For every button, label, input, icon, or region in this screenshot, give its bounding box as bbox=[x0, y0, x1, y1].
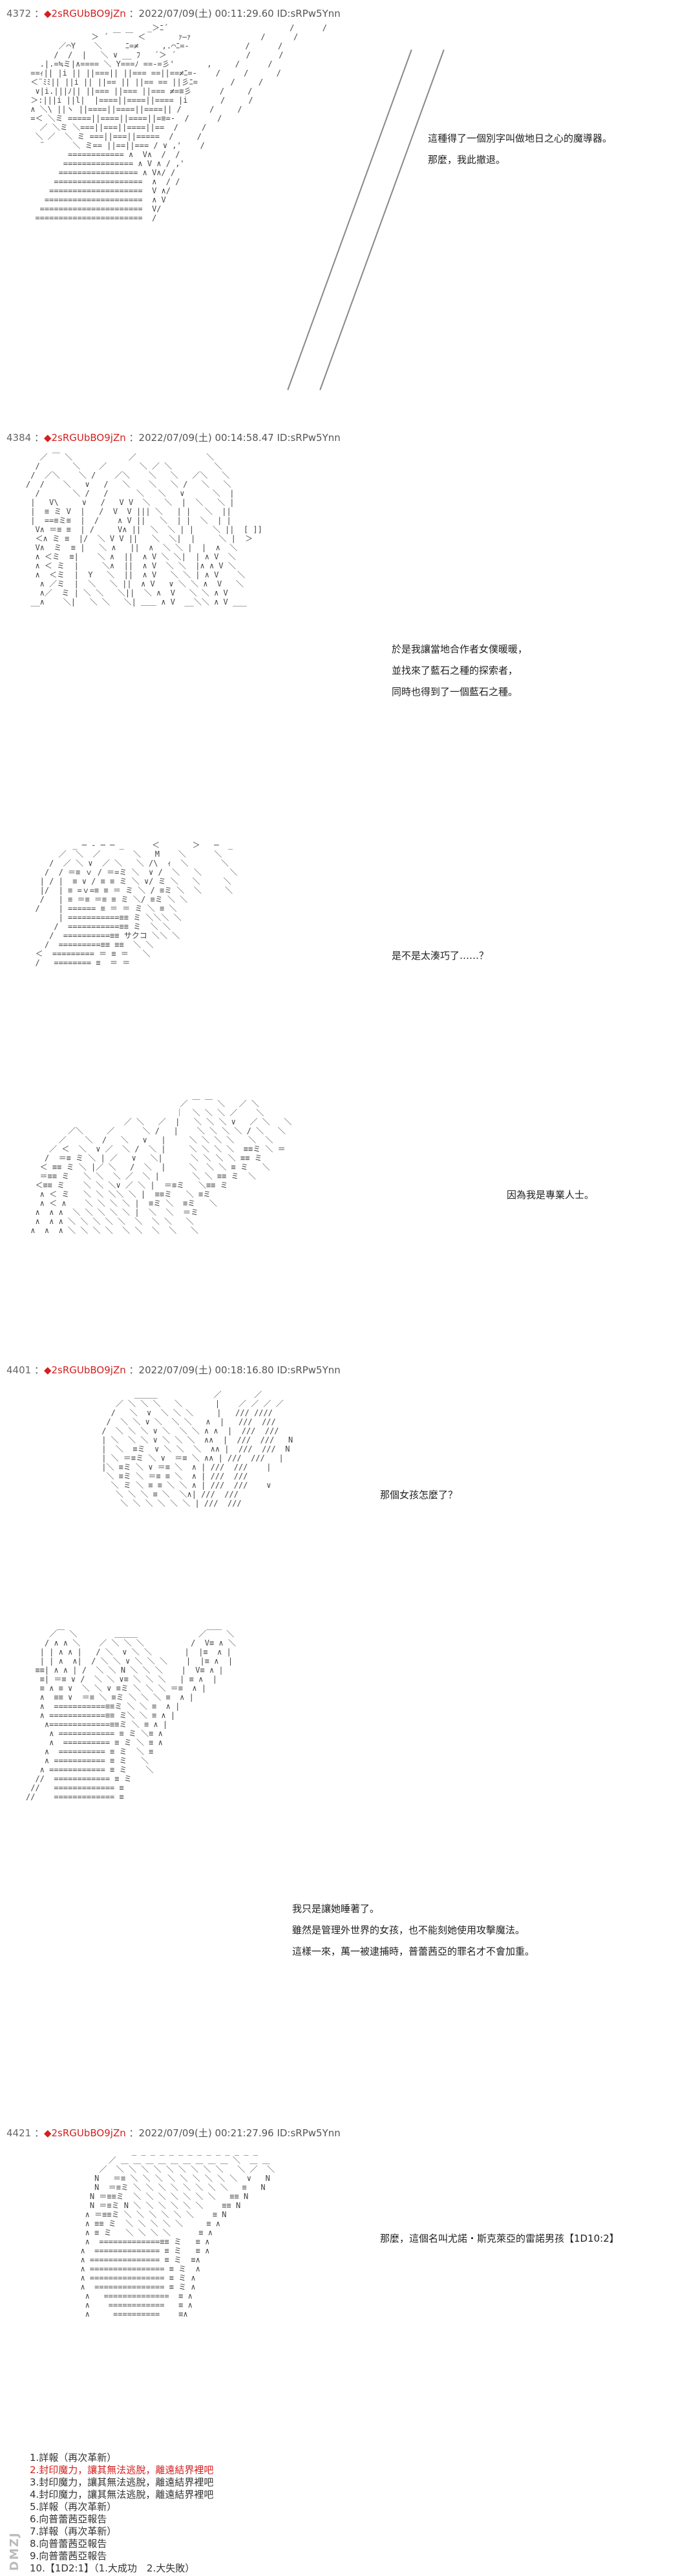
ascii-art-figure: ／ ￣ ￣ ＼ ／ ＼ ｜ ＼ ＼ ＼ ／ ＼ ／ ＼ ／ | ＼ ＼ ＼ ∨ … bbox=[30, 1099, 292, 1235]
dialog-text: 於是我讓當地合作者女僕暖暖， 並找來了藍石之種的探索者， 同時也得到了一個藍石之… bbox=[392, 639, 527, 703]
dialog-line: 我只是讓她睡著了。 bbox=[292, 1903, 380, 1915]
dialog-line: 那麼，我此撤退。 bbox=[428, 154, 506, 166]
poster-trip[interactable]: ◆2sRGUbBO9jZn bbox=[43, 1364, 126, 1376]
choices-list: 1.詳報（再次革新） 2.封印魔力，讓其無法逃脫，離遠結界裡吧 3.封印魔力，讓… bbox=[30, 2452, 213, 2575]
ascii-art-figure: _ _ _ _ _ _ _ _ _ _ _ _ _ _ ／ ＿ ＿ ＿ ＿ ＿ … bbox=[80, 2147, 275, 2319]
post-meta: 2022/07/09(土) 00:14:58.47 ID:sRPw5Ynn bbox=[138, 432, 341, 444]
post-number: 4421 bbox=[6, 2127, 32, 2139]
poster-trip[interactable]: ◆2sRGUbBO9jZn bbox=[43, 2127, 126, 2139]
dialog-text: 是不是太湊巧了……？ bbox=[392, 945, 489, 967]
ascii-art-figure: ／ ￣ ＼ ／ ＼ / ＼ ／ ＼ ／ ＼ ＼ / ／＼ ＼ / ／＼ ＼ ＼ … bbox=[26, 453, 262, 606]
list-item: 10.【1D2:1】（1.大成功 2.大失敗） bbox=[30, 2562, 195, 2574]
poster-trip[interactable]: ◆2sRGUbBO9jZn bbox=[43, 432, 126, 444]
list-item: 3.封印魔力，讓其無法逃脫，離遠結界裡吧 bbox=[30, 2476, 214, 2488]
list-item: 4.封印魔力，讓其無法逃脫，離遠結界裡吧 bbox=[30, 2489, 214, 2500]
dialog-line: 並找來了藍石之種的探索者， bbox=[392, 665, 518, 676]
post-number: 4384 bbox=[6, 432, 32, 444]
dialog-line: 是不是太湊巧了……？ bbox=[392, 950, 489, 961]
list-item: 6.向普蕾茜亞報告 bbox=[30, 2513, 107, 2525]
dialog-text: 我只是讓她睡著了。 雖然是管理外世界的女孩，也不能刻她使用攻擊魔法。 這樣一來，… bbox=[292, 1898, 534, 1962]
poster-trip[interactable]: ◆2sRGUbBO9jZn bbox=[43, 8, 126, 19]
dialog-line: 於是我讓當地合作者女僕暖暖， bbox=[392, 643, 528, 655]
list-item: 7.詳報（再次革新） bbox=[30, 2526, 117, 2537]
dialog-text: 那個女孩怎麼了？ bbox=[380, 1485, 458, 1506]
list-item: 1.詳報（再次革新） bbox=[30, 2452, 117, 2463]
ascii-art-figure: ＿＿＿ ／ ／ ／ ＼ ＼ ＼ ＼ | ／ ／ ／ ／ / ＼ ∨ ＼ ＼ ＼ … bbox=[101, 1390, 293, 1508]
list-item: 9.向普蕾茜亞報告 bbox=[30, 2550, 107, 2562]
dialog-line: 那個女孩怎麼了？ bbox=[380, 1489, 458, 1501]
post-header: 4372 ：◆2sRGUbBO9jZn ：2022/07/09(土) 00:11… bbox=[6, 8, 341, 19]
post-number: 4401 bbox=[6, 1364, 32, 1376]
post-header: 4421 ：◆2sRGUbBO9jZn ：2022/07/09(土) 00:21… bbox=[6, 2127, 341, 2139]
post-header: 4401 ：◆2sRGUbBO9jZn ：2022/07/09(土) 00:18… bbox=[6, 1364, 341, 1376]
dialog-line: 雖然是管理外世界的女孩，也不能刻她使用攻擊魔法。 bbox=[292, 1924, 525, 1936]
dialog-line: 這樣一來，萬一被逮捕時，普蕾茜亞的罪名才不會加重。 bbox=[292, 1946, 535, 1957]
ascii-art-figure: _＞ﾆ´ / / ＞ ´ ￣ ￣ ＜ ｧ―ｧ / / ／⌒Y ＼ ﾆ=≠ ,.⌒… bbox=[30, 23, 327, 222]
dialog-text: 因為我是專業人士。 bbox=[507, 1185, 594, 1206]
dialog-line: 那麼，這個名叫尤諾・斯克萊亞的雷諾男孩【1D10:2】 bbox=[380, 2233, 619, 2244]
list-item: 8.向普蕾茜亞報告 bbox=[30, 2538, 107, 2549]
dialog-line: 同時也得到了一個藍石之種。 bbox=[392, 686, 518, 698]
post-meta: 2022/07/09(土) 00:11:29.60 ID:sRPw5Ynn bbox=[138, 8, 341, 19]
post-number: 4372 bbox=[6, 8, 32, 19]
post-meta: 2022/07/09(土) 00:21:27.96 ID:sRPw5Ynn bbox=[138, 2127, 341, 2139]
watermark: DMZJ bbox=[8, 2531, 21, 2571]
ascii-art-figure: ／￣ ＼ ＿＿＿ ／￣￣ ＼ / ∧ ∧ ＼ ／ ＼ ＼ ＼ / V≡ ∧ ＼ … bbox=[26, 1629, 236, 1801]
list-item: 2.封印魔力，讓其無法逃脫，離遠結界裡吧 bbox=[30, 2464, 214, 2476]
dialog-line: 這種得了一個別字叫做地日之心的魔導器。 bbox=[428, 133, 613, 144]
post-meta: 2022/07/09(土) 00:18:16.80 ID:sRPw5Ynn bbox=[138, 1364, 341, 1376]
post-header: 4384 ：◆2sRGUbBO9jZn ：2022/07/09(土) 00:14… bbox=[6, 432, 341, 444]
dialog-line: 因為我是專業人士。 bbox=[507, 1189, 595, 1201]
list-item: 5.詳報（再次革新） bbox=[30, 2501, 117, 2513]
ascii-art-figure: _ ─ ‐ ─ ─ _ ＜ ＞ ─ _ ／ ＼ ／ ＼ M ＼ ＼ / ／ ＼ … bbox=[35, 841, 238, 967]
dialog-text: 那麼，這個名叫尤諾・斯克萊亞的雷諾男孩【1D10:2】 bbox=[380, 2228, 619, 2249]
dialog-text: 這種得了一個別字叫做地日之心的魔導器。 那麼，我此撤退。 bbox=[428, 128, 612, 171]
